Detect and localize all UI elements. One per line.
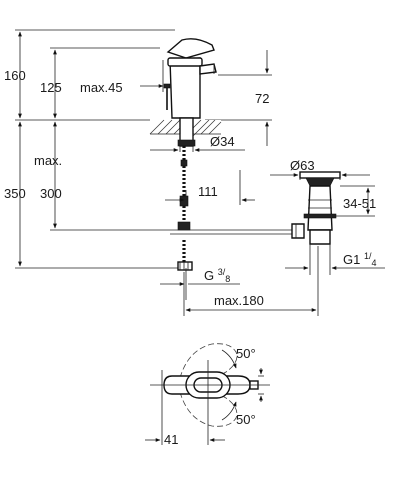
label-72: 72 — [255, 91, 269, 106]
top-view-dimensions — [145, 349, 264, 442]
max-projection-dimension — [183, 246, 319, 316]
label-max-45: max.45 — [80, 80, 123, 95]
waste-dimensions — [270, 173, 385, 275]
label-41: 41 — [164, 432, 178, 447]
countertop-section — [149, 117, 222, 147]
faucet-side-view — [163, 38, 217, 119]
left-dimension-lines — [15, 29, 185, 269]
supply-hoses — [170, 146, 300, 271]
label-d63: Ø63 — [290, 158, 315, 173]
label-111: 111 — [198, 184, 218, 199]
inlet-thread-dimension — [160, 268, 240, 300]
label-d34: Ø34 — [210, 134, 235, 149]
label-angle-top: 50° — [236, 346, 256, 361]
dimension-labels: 160 125 max.45 72 Ø34 max. 350 300 111 Ø… — [4, 68, 377, 447]
label-160: 160 — [4, 68, 26, 83]
label-34-51: 34-51 — [343, 196, 376, 211]
label-max: max. — [34, 153, 62, 168]
label-angle-bottom: 50° — [236, 412, 256, 427]
hole-diameter-dimension — [150, 134, 245, 152]
label-125: 125 — [40, 80, 62, 95]
faucet-top-view — [150, 343, 270, 445]
label-max-180: max.180 — [214, 293, 264, 308]
waste-offset-dimension — [165, 170, 255, 205]
label-300: 300 — [40, 186, 62, 201]
waste-assembly — [291, 171, 341, 245]
label-g1-quarter: G1 1/4 — [343, 251, 377, 268]
label-350: 350 — [4, 186, 26, 201]
label-g-three-eighths: G 3/8 — [204, 267, 230, 284]
